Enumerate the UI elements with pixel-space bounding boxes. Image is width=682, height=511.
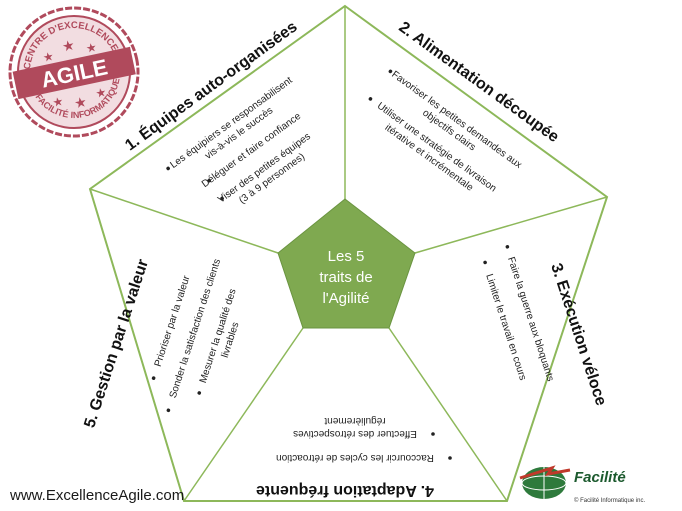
bullet-dot [448,456,452,460]
facilite-brand-text: Facilité [574,469,626,486]
segment-4-bullet-2-cont: régulièrement [324,415,385,426]
stamp-outer-ring [8,6,140,138]
star-icon: ★ [94,85,107,101]
center-title-line-2: traits de [319,269,372,286]
bullet-dot [151,376,156,380]
bullet-dot [166,408,171,413]
center-pentagon [277,198,416,329]
bullet-dot [207,178,211,183]
segment-4-bullet-1: Raccourcir les cycles de rétroaction [276,452,434,463]
copyright-text: © Facilité Informatique inc. [574,497,645,504]
agile-stamp-logo: CENTRE D'EXCELLENCE FACILITÉ INFORMATIQU… [8,6,140,138]
star-icon: ★ [61,36,77,54]
star-icon: ★ [42,49,55,65]
bullet-dot [166,166,170,171]
divider-line [388,327,508,502]
website-url: www.ExcellenceAgile.com [10,487,185,504]
bullet-dot [431,432,435,436]
segment-4-title: 4. Adaptation fréquente [256,482,434,499]
bullet-dot [388,69,393,74]
center-title-line-3: l'Agilité [322,290,369,307]
star-icon: ★ [73,93,89,111]
bullet-dot [197,391,202,395]
star-icon: ★ [51,94,64,110]
bullet-dot [505,244,510,249]
divider-line [414,196,608,254]
divider-line [89,188,279,254]
stamp-banner [12,46,136,100]
segment-4: 4. Adaptation fréquente [256,482,434,499]
bullet-dot [368,97,373,101]
bullet-dot [483,260,487,265]
facilite-logo: Facilité © Facilité Informatique inc. [519,465,645,504]
star-icon: ★ [85,40,98,56]
arrow-icon [519,465,571,480]
divider-line [183,327,304,502]
bullet-dot [220,196,224,201]
center-title-line-1: Les 5 [328,248,365,265]
segment-4-bullet-2: Effectuer des rétrospectives [293,428,417,439]
segment-4-bullets: Raccourcir les cycles de rétroaction Eff… [276,415,452,463]
